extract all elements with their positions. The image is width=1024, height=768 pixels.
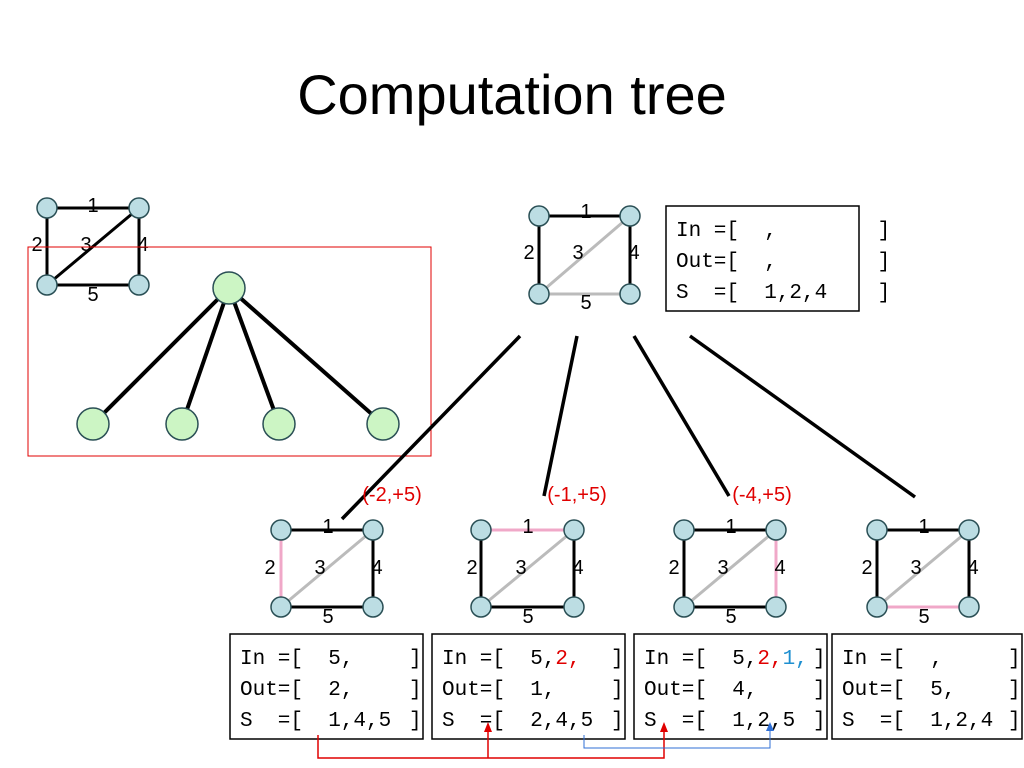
slide-title: Computation tree (297, 63, 727, 126)
svg-text:5: 5 (522, 606, 533, 628)
root-in: In =[ , ] (676, 220, 890, 243)
tree-illustration (27, 246, 432, 457)
child-graph-2: 1 2 3 4 5 (466, 516, 585, 628)
highlight-in-1: 1, (783, 648, 808, 671)
svg-text:2: 2 (264, 557, 275, 579)
svg-text:Out=[ 1,: Out=[ 1, (442, 679, 555, 702)
svg-text:]: ] (813, 710, 826, 733)
edge-label-3: 3 (80, 234, 91, 256)
svg-text:2: 2 (861, 557, 872, 579)
svg-text:3: 3 (515, 557, 526, 579)
edge-label-2: 2 (31, 234, 42, 256)
blue-connector-arrow (583, 722, 774, 749)
child-graph-3: 1 2 3 4 5 (668, 516, 787, 628)
highlight-in-2: 2, (757, 648, 782, 671)
move-label-1: (-2,+5) (362, 484, 421, 506)
svg-text:]: ] (611, 679, 624, 702)
move-label-3: (-4,+5) (732, 484, 791, 506)
svg-text:5: 5 (322, 606, 333, 628)
svg-text:5: 5 (918, 606, 929, 628)
svg-text:1: 1 (580, 201, 591, 223)
svg-text:S =[ 1,2,5: S =[ 1,2,5 (644, 710, 795, 733)
move-label-2: (-1,+5) (547, 484, 606, 506)
svg-text:In =[ ,: In =[ , (842, 648, 943, 671)
svg-text:S =[ 1,2,4: S =[ 1,2,4 (842, 710, 993, 733)
svg-text:In =[ 5,2,: In =[ 5,2, (442, 648, 581, 671)
svg-text:1: 1 (322, 516, 333, 538)
highlight-in-2: 2, (555, 648, 580, 671)
root-graph: 1 2 3 4 5 (523, 201, 641, 314)
svg-text:]: ] (409, 679, 422, 702)
edge-label-5: 5 (87, 284, 98, 306)
svg-text:S =[ 2,4,5: S =[ 2,4,5 (442, 710, 593, 733)
svg-text:In =[ 5,2,1,: In =[ 5,2,1, (644, 648, 808, 671)
svg-text:5: 5 (580, 292, 591, 314)
child-state-box-4: In =[ , ] Out=[ 5, ] S =[ 1,2,4 ] (831, 633, 1023, 740)
root-out: Out=[ , ] (676, 251, 890, 274)
svg-text:In =[ 5,: In =[ 5, (240, 648, 353, 671)
svg-text:]: ] (1008, 648, 1021, 671)
svg-text:]: ] (409, 710, 422, 733)
svg-text:3: 3 (910, 557, 921, 579)
root-state-box: In =[ , ] Out=[ , ] S =[ 1,2,4 ] (665, 205, 890, 312)
svg-text:]: ] (813, 648, 826, 671)
svg-text:Out=[ 5,: Out=[ 5, (842, 679, 955, 702)
child-state-box-3: In =[ 5,2,1, ] Out=[ 4, ] S =[ 1,2,5 ] (633, 633, 828, 740)
svg-text:4: 4 (628, 242, 639, 264)
svg-text:4: 4 (371, 557, 382, 579)
svg-text:4: 4 (967, 557, 978, 579)
child-state-box-2: In =[ 5,2, ] Out=[ 1, ] S =[ 2,4,5 ] (431, 633, 626, 740)
svg-text:]: ] (611, 710, 624, 733)
svg-text:5: 5 (725, 606, 736, 628)
tree-branches (340, 334, 917, 521)
svg-text:]: ] (813, 679, 826, 702)
child-state-box-1: In =[ 5, ] Out=[ 2, ] S =[ 1,4,5 ] (229, 633, 424, 740)
red-connector-arrows (317, 722, 668, 759)
svg-text:S =[ 1,4,5: S =[ 1,4,5 (240, 710, 391, 733)
svg-text:3: 3 (572, 242, 583, 264)
svg-text:]: ] (1008, 679, 1021, 702)
svg-text:]: ] (611, 648, 624, 671)
svg-text:Out=[ 4,: Out=[ 4, (644, 679, 757, 702)
svg-text:]: ] (1008, 710, 1021, 733)
svg-text:]: ] (409, 648, 422, 671)
svg-text:3: 3 (717, 557, 728, 579)
edge-label-4: 4 (137, 234, 148, 256)
svg-text:4: 4 (572, 557, 583, 579)
svg-text:1: 1 (918, 516, 929, 538)
svg-text:1: 1 (522, 516, 533, 538)
edge-label-1: 1 (87, 195, 98, 217)
child-graph-1: 1 2 3 4 5 (264, 516, 384, 628)
svg-text:2: 2 (668, 557, 679, 579)
svg-text:1: 1 (725, 516, 736, 538)
svg-text:2: 2 (523, 242, 534, 264)
child-graph-4: 1 2 3 4 5 (861, 516, 980, 628)
example-graph: 1 2 3 4 5 (31, 195, 150, 306)
svg-text:4: 4 (774, 557, 785, 579)
svg-text:2: 2 (466, 557, 477, 579)
svg-text:3: 3 (314, 557, 325, 579)
svg-text:Out=[ 2,: Out=[ 2, (240, 679, 353, 702)
root-s: S =[ 1,2,4 ] (676, 282, 890, 305)
